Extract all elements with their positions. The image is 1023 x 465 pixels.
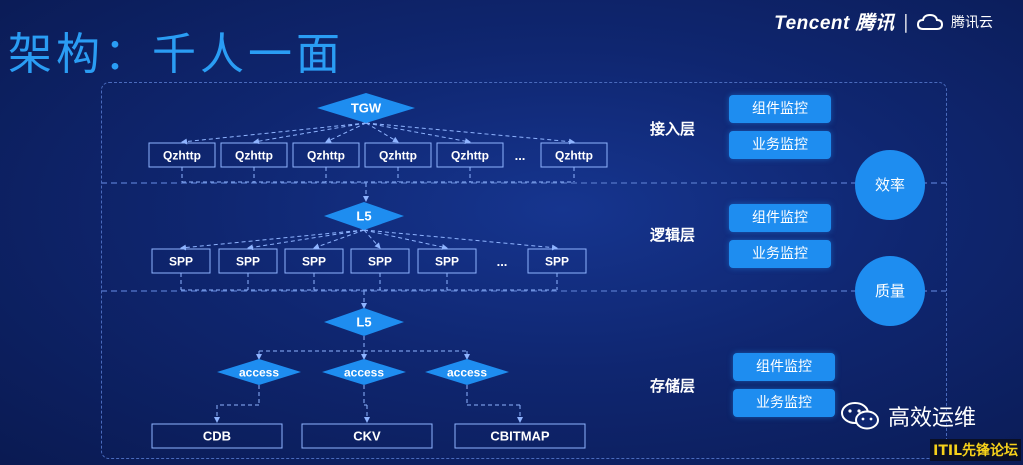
store-node-label: CKV bbox=[353, 429, 381, 444]
qzhttp-node-label: Qzhttp bbox=[555, 148, 593, 162]
layer-label-access: 接入层 bbox=[650, 120, 696, 138]
l5-connector bbox=[363, 229, 381, 249]
spp-node-box bbox=[417, 248, 477, 274]
tgw-connector bbox=[325, 122, 367, 143]
tencent-logo: Tencent 腾讯 bbox=[774, 13, 895, 34]
tgw-connector bbox=[365, 122, 575, 145]
efficiency-goal-circle: 效率 bbox=[855, 150, 925, 220]
spp-node-label: SPP bbox=[545, 254, 569, 268]
store-node-box bbox=[454, 423, 586, 449]
qzhttp-node-label: Qzhttp bbox=[235, 148, 273, 162]
wechat-watermark: 高效运维 bbox=[840, 400, 976, 432]
storage-business-monitor-button[interactable]: 业务监控 bbox=[733, 389, 835, 417]
tgw-connector bbox=[181, 122, 367, 145]
qzhttp-node-box bbox=[436, 142, 504, 168]
brand-logo: Tencent 腾讯 | 腾讯云 bbox=[774, 8, 993, 35]
access-node-shape bbox=[425, 359, 509, 385]
qzhttp-node-box bbox=[292, 142, 360, 168]
ellipsis-logic: ... bbox=[497, 254, 508, 269]
tgw-node-label: TGW bbox=[351, 101, 382, 116]
spp-node-box bbox=[527, 248, 587, 274]
store-node-box bbox=[151, 423, 283, 449]
qzhttp-node-label: Qzhttp bbox=[451, 148, 489, 162]
spp-node-box bbox=[218, 248, 278, 274]
store-node-box bbox=[301, 423, 433, 449]
quality-goal-circle: 质量 bbox=[855, 256, 925, 326]
spp-node-label: SPP bbox=[169, 254, 193, 268]
cloud-icon bbox=[917, 13, 943, 30]
access-node-label: access bbox=[344, 365, 384, 379]
footer-watermark: ITIL先锋论坛 bbox=[930, 439, 1021, 461]
storage-component-monitor-button[interactable]: 组件监控 bbox=[733, 353, 835, 381]
wechat-icon bbox=[841, 402, 879, 430]
spp-node-label: SPP bbox=[236, 254, 260, 268]
logic-component-monitor-button[interactable]: 组件监控 bbox=[729, 204, 831, 232]
tgw-connector bbox=[365, 122, 471, 145]
brand-separator: | bbox=[902, 10, 909, 33]
access-component-monitor-button[interactable]: 组件监控 bbox=[729, 95, 831, 123]
access-business-monitor-button[interactable]: 业务监控 bbox=[729, 131, 831, 159]
layer-label-storage: 存储层 bbox=[650, 377, 696, 395]
spp-node-label: SPP bbox=[302, 254, 326, 268]
tgw-connector bbox=[253, 122, 367, 145]
tgw-connector bbox=[365, 122, 399, 143]
l5-logic-node-shape bbox=[324, 202, 404, 230]
spp-node-label: SPP bbox=[435, 254, 459, 268]
l5-connector bbox=[363, 229, 558, 251]
spp-node-box bbox=[151, 248, 211, 274]
store-node-label: CDB bbox=[203, 429, 231, 444]
l5-storage-node-label: L5 bbox=[356, 315, 371, 330]
qzhttp-node-box bbox=[540, 142, 608, 168]
tgw-node-shape bbox=[317, 93, 415, 123]
qzhttp-node-label: Qzhttp bbox=[163, 148, 201, 162]
l5-storage-node-shape bbox=[324, 308, 404, 336]
ellipsis-access: ... bbox=[515, 148, 526, 163]
logic-business-monitor-button[interactable]: 业务监控 bbox=[729, 240, 831, 268]
page-title: 架构：千人一面 bbox=[8, 29, 344, 80]
qzhttp-node-box bbox=[148, 142, 216, 168]
layer-label-logic: 逻辑层 bbox=[650, 226, 696, 244]
access-node-label: access bbox=[239, 365, 279, 379]
l5-connector bbox=[363, 229, 448, 250]
qzhttp-node-label: Qzhttp bbox=[379, 148, 417, 162]
qzhttp-node-box bbox=[220, 142, 288, 168]
qzhttp-node-label: Qzhttp bbox=[307, 148, 345, 162]
access-node-label: access bbox=[447, 365, 487, 379]
wechat-account-name: 高效运维 bbox=[888, 406, 977, 431]
l5-logic-node-label: L5 bbox=[356, 209, 371, 224]
architecture-frame bbox=[101, 82, 947, 459]
l5-connector bbox=[180, 229, 365, 251]
spp-node-label: SPP bbox=[368, 254, 392, 268]
l5-connector bbox=[247, 229, 365, 251]
spp-node-box bbox=[284, 248, 344, 274]
spp-node-box bbox=[350, 248, 410, 274]
access-node-shape bbox=[217, 359, 301, 385]
tencent-cloud-logo: 腾讯云 bbox=[951, 14, 993, 31]
access-node-shape bbox=[322, 359, 406, 385]
l5-connector bbox=[313, 229, 365, 250]
store-node-label: CBITMAP bbox=[490, 429, 550, 444]
qzhttp-node-box bbox=[364, 142, 432, 168]
